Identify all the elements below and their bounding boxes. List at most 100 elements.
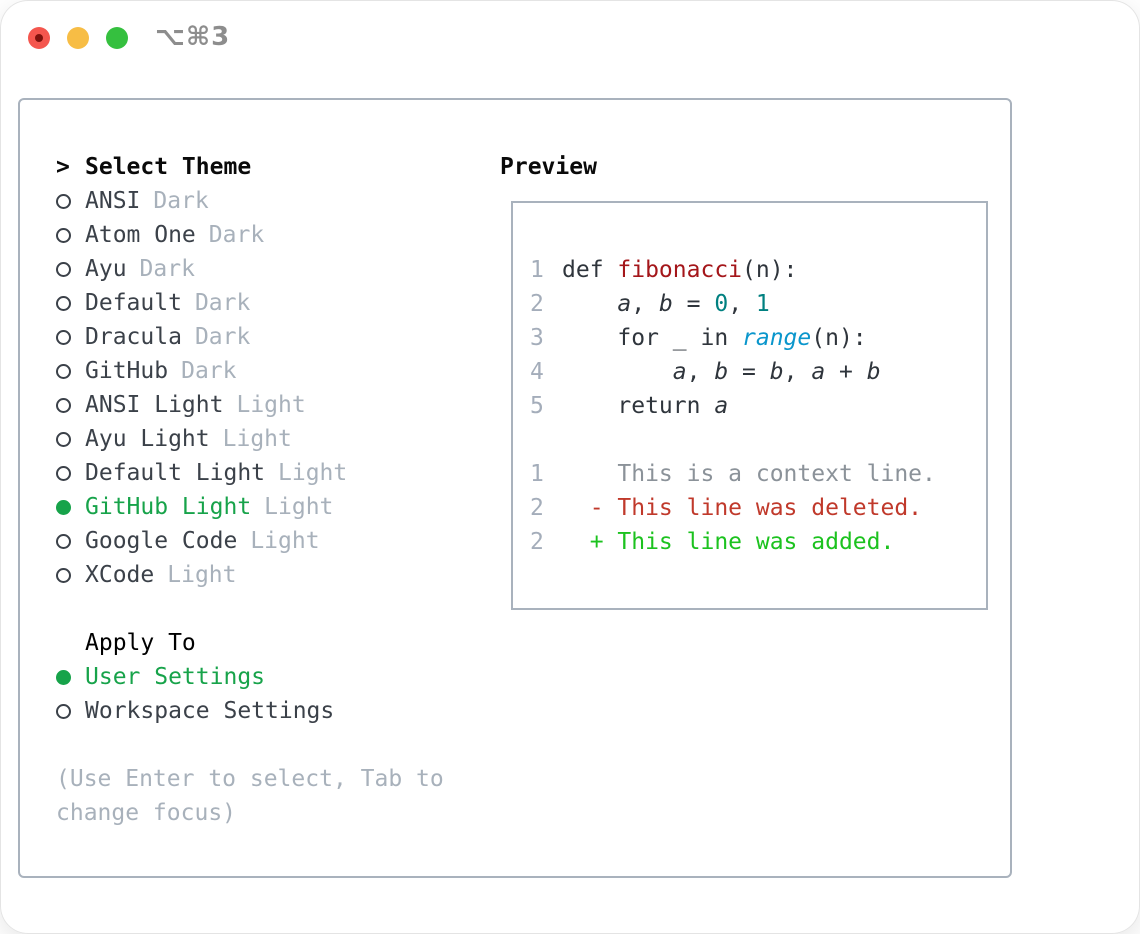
theme-option[interactable]: Dracula Dark <box>56 320 496 354</box>
spacer <box>56 592 496 626</box>
close-button[interactable] <box>28 27 50 49</box>
minimize-button[interactable] <box>67 27 89 49</box>
code-token <box>562 291 617 317</box>
hint-text: (Use Enter to select, Tab to change focu… <box>56 766 444 826</box>
code-line: 4 a, b = b, a + b <box>530 355 881 389</box>
code-token: a <box>811 359 826 385</box>
radio-icon <box>56 499 71 515</box>
theme-name: Default Light <box>85 460 266 486</box>
theme-name: XCode <box>85 562 155 588</box>
theme-variant-tag: Light <box>222 426 292 452</box>
code-token: a <box>617 291 632 317</box>
close-dot-icon <box>35 34 43 42</box>
code-token: = <box>728 359 770 385</box>
code-token: for _ in <box>562 325 743 351</box>
radio-icon <box>56 261 71 277</box>
radio-icon <box>56 465 71 481</box>
theme-option[interactable]: Default Dark <box>56 286 496 320</box>
radio-icon <box>56 193 71 209</box>
radio-icon <box>56 397 71 413</box>
theme-variant-tag: Light <box>250 528 320 554</box>
line-number: 1 <box>530 461 544 487</box>
radio-icon <box>56 567 71 583</box>
radio-icon <box>56 703 71 719</box>
theme-variant-tag: Light <box>236 392 306 418</box>
apply-to-name: User Settings <box>85 664 266 690</box>
focus-caret-icon: > <box>56 154 70 180</box>
diff-line-context: 1 This is a context line. <box>530 457 936 491</box>
line-number: 4 <box>530 359 544 385</box>
theme-variant-tag: Dark <box>139 256 195 282</box>
code-token: 0 <box>714 291 729 317</box>
line-number: 5 <box>530 393 544 419</box>
code-token: (n): <box>811 325 867 351</box>
preview-header: Preview <box>500 154 597 180</box>
diff-text: - This line was deleted. <box>562 495 923 521</box>
code-line: 3 for _ in range(n): <box>530 321 881 355</box>
theme-name: GitHub <box>85 358 169 384</box>
theme-variant-tag: Dark <box>194 290 251 316</box>
code-token: 1 <box>755 291 770 317</box>
diff-preview: 1 This is a context line.2 - This line w… <box>530 457 936 559</box>
window-title: ⌥⌘3 <box>155 22 231 52</box>
code-token: return <box>562 393 715 419</box>
theme-name: GitHub Light <box>85 494 252 520</box>
code-token: , <box>686 359 715 385</box>
apply-to-header: Apply To <box>56 626 496 660</box>
code-token: a <box>714 393 729 419</box>
theme-name: Default <box>85 290 182 316</box>
code-token: a <box>672 359 687 385</box>
maximize-button[interactable] <box>106 27 128 49</box>
apply-to-option[interactable]: Workspace Settings <box>56 694 496 728</box>
theme-name: ANSI <box>85 188 141 214</box>
code-line: 2 a, b = 0, 1 <box>530 287 881 321</box>
select-theme-header: > Select Theme <box>56 150 496 184</box>
code-token: b <box>658 291 673 317</box>
line-number: 3 <box>530 325 544 351</box>
apply-to-label: Apply To <box>85 630 196 656</box>
code-token: range <box>742 325 812 351</box>
line-number: 2 <box>530 529 544 555</box>
line-number: 2 <box>530 495 544 521</box>
code-token: , <box>728 291 756 317</box>
code-token: b <box>769 359 784 385</box>
theme-option[interactable]: Google Code Light <box>56 524 496 558</box>
theme-name: Dracula <box>85 324 182 350</box>
code-token: , <box>631 291 659 317</box>
radio-icon <box>56 363 71 379</box>
theme-option[interactable]: Ayu Light Light <box>56 422 496 456</box>
diff-text: This is a context line. <box>562 461 936 487</box>
diff-line-deleted: 2 - This line was deleted. <box>530 491 936 525</box>
titlebar: ⌥⌘3 <box>0 0 1140 75</box>
radio-icon <box>56 431 71 447</box>
theme-name: Ayu Light <box>85 426 210 452</box>
radio-icon <box>56 329 71 345</box>
code-token: fibonacci <box>617 257 743 283</box>
code-token: def <box>562 257 618 283</box>
theme-variant-tag: Dark <box>194 324 251 350</box>
code-token: , <box>783 359 812 385</box>
code-token: b <box>714 359 729 385</box>
line-number: 1 <box>530 257 544 283</box>
radio-icon <box>56 295 71 311</box>
apply-to-name: Workspace Settings <box>85 698 335 724</box>
radio-icon <box>56 669 71 685</box>
theme-name: Google Code <box>85 528 238 554</box>
diff-line-added: 2 + This line was added. <box>530 525 936 559</box>
apply-to-option[interactable]: User Settings <box>56 660 496 694</box>
